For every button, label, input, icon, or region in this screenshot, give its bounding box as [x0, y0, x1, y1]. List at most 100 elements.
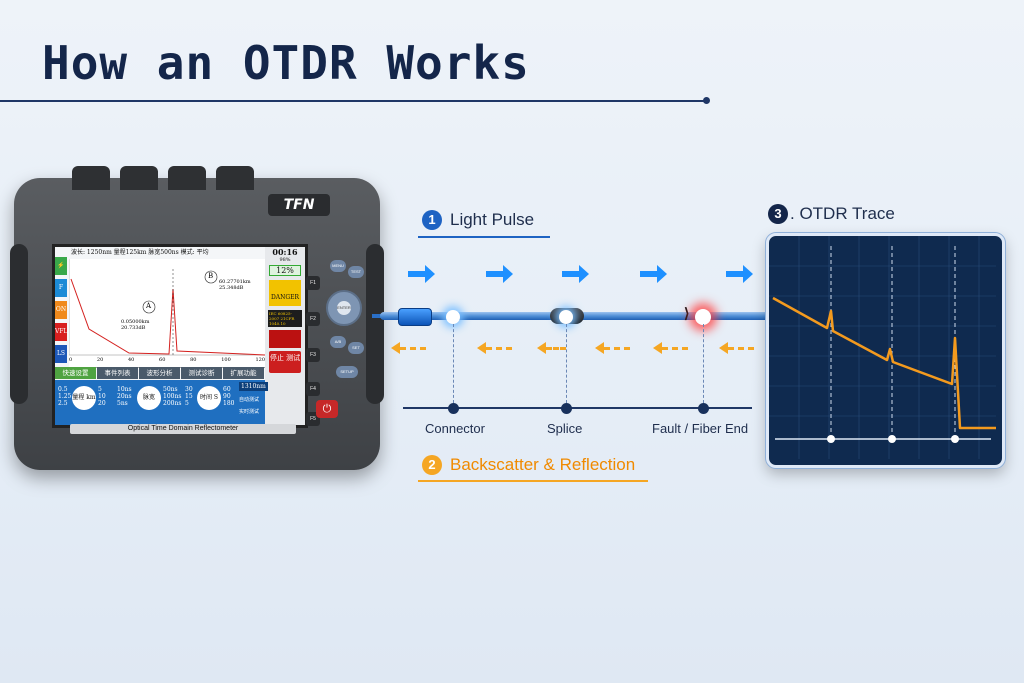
screen-status-line: 波长: 1250nm 量程125km 脉宽500ns 模式: 平均	[71, 249, 209, 256]
stop-test-button[interactable]: 停止 测试	[269, 351, 301, 373]
f4-key[interactable]: F4	[306, 382, 320, 396]
menu-key[interactable]: MENU	[330, 260, 346, 272]
screen-side-tabs: ⚡ F ON VFL LS	[55, 257, 67, 367]
enter-key[interactable]: ENTER	[337, 301, 351, 315]
time-dial[interactable]: 时间 S	[197, 386, 221, 410]
marker-b-reading: 60.27701km 25.348dB	[219, 279, 251, 291]
wavelength-readout[interactable]: 1310nm	[239, 382, 268, 391]
side-tab[interactable]: F	[55, 279, 67, 297]
arrow-left-dashed-icon	[477, 342, 512, 354]
fault-guide-line	[703, 324, 704, 408]
laser-standard-note: IEC 60825-2007 21CFR 1040.10	[268, 310, 302, 327]
screen-trace-plot: A B 0.05000km 20.733dB 60.27701km 25.348…	[68, 259, 266, 368]
side-tab[interactable]: LS	[55, 345, 67, 363]
step-light-pulse: 1 Light Pulse	[422, 210, 534, 230]
auto-test-button[interactable]: 自动测试	[239, 397, 260, 403]
otdr-trace-panel	[766, 233, 1005, 468]
brand-logo: TFN	[268, 194, 330, 216]
tab-event-list[interactable]: 事件列表	[97, 367, 138, 379]
tick-label: 0	[69, 357, 73, 363]
direction-pad[interactable]: ENTER	[326, 290, 362, 326]
clock: 00:16	[272, 247, 298, 257]
tick-label: 100	[221, 357, 231, 363]
otdr-trace-graph	[769, 236, 996, 459]
pulse-width-dial[interactable]: 脉宽	[137, 386, 161, 410]
arrow-right-icon	[408, 265, 435, 283]
step-number-badge: 2	[422, 455, 442, 475]
splice-guide-line	[566, 324, 567, 408]
tick-label: 20	[96, 357, 104, 363]
top-latch	[72, 166, 110, 190]
connector-event-glow	[446, 310, 460, 324]
fault-event-glow	[695, 309, 711, 325]
marker-a-reading: 0.05000km 20.733dB	[121, 319, 150, 331]
step-label: Light Pulse	[450, 210, 535, 229]
arrow-right-icon	[726, 265, 753, 283]
vfl-indicator	[269, 330, 301, 348]
power-icon[interactable]: ⏻	[316, 400, 338, 418]
step-backscatter: 2 Backscatter & Reflection	[422, 455, 635, 475]
arrow-right-icon	[486, 265, 513, 283]
tick-label: 120	[255, 357, 265, 363]
page-title: How an OTDR Works	[42, 36, 530, 90]
event-label-splice: Splice	[547, 421, 583, 436]
x-axis-ticks: 0 20 40 60 80 100 120	[69, 357, 265, 363]
tick-label: 60	[159, 357, 166, 363]
arrow-left-dashed-icon	[719, 342, 754, 354]
side-tab[interactable]: ⚡	[55, 257, 67, 275]
tick-label: 40	[127, 357, 135, 363]
marker-a: A	[146, 302, 152, 310]
range-dial[interactable]: 量程 km	[72, 386, 96, 410]
distance-axis	[403, 407, 752, 409]
connector-plug	[398, 308, 432, 326]
left-bumper	[10, 244, 28, 404]
connector-guide-line	[453, 324, 454, 408]
splice-event-glow	[559, 310, 573, 324]
arrow-left-dashed-icon	[537, 342, 566, 354]
device-screen: 波长: 1250nm 量程125km 脉宽500ns 模式: 平均 ⚡ F ON…	[52, 244, 308, 428]
screen-menu-tabs: 快速设置 事件列表 波形分析 测试诊断 扩展功能	[55, 367, 265, 379]
step-underline	[418, 236, 550, 238]
arrow-right-icon	[640, 265, 667, 283]
f2-key[interactable]: F2	[306, 312, 320, 326]
step-underline	[418, 480, 648, 482]
f1-key[interactable]: F1	[306, 276, 320, 290]
side-tab[interactable]: ON	[55, 301, 67, 319]
arrow-right-icon	[562, 265, 589, 283]
side-tab[interactable]: VFL	[55, 323, 67, 341]
otdr-device: TFN 波长: 1250nm 量程125km 脉宽500ns 模式: 平均 ⚡ …	[10, 166, 384, 470]
right-bumper	[366, 244, 384, 404]
event-label-fault: Fault / Fiber End	[652, 421, 749, 436]
tab-extensions[interactable]: 扩展功能	[223, 367, 264, 379]
screen-right-panel: 00:16 98% 12% DANGER IEC 60825-2007 21CF…	[265, 247, 305, 425]
step-label: Backscatter & Reflection	[450, 455, 636, 474]
connector-node	[448, 403, 459, 414]
battery-level: 98%	[279, 257, 291, 263]
device-caption: Optical Time Domain Reflectometer	[70, 424, 296, 434]
f3-key[interactable]: F3	[306, 348, 320, 362]
title-underline-dot	[703, 97, 710, 104]
setup-key[interactable]: SETUP	[336, 366, 358, 378]
ab-key[interactable]: A/B	[330, 336, 346, 348]
title-underline	[0, 100, 706, 102]
tab-test-diagnosis[interactable]: 测试诊断	[181, 367, 222, 379]
top-latch	[120, 166, 158, 190]
step-number-badge: 3	[768, 204, 788, 224]
set-key[interactable]: SET	[348, 342, 364, 354]
tick-label: 80	[190, 357, 197, 363]
arrow-left-dashed-icon	[653, 342, 688, 354]
step-label: . OTDR Trace	[790, 204, 895, 223]
tab-quick-setup[interactable]: 快速设置	[55, 367, 96, 379]
event-label-connector: Connector	[425, 421, 485, 436]
arrow-left-dashed-icon	[595, 342, 630, 354]
realtime-test-button[interactable]: 实时测试	[239, 409, 260, 415]
test-key[interactable]: TEST	[348, 266, 364, 278]
tab-waveform-analysis[interactable]: 波形分析	[139, 367, 180, 379]
fault-node	[698, 403, 709, 414]
